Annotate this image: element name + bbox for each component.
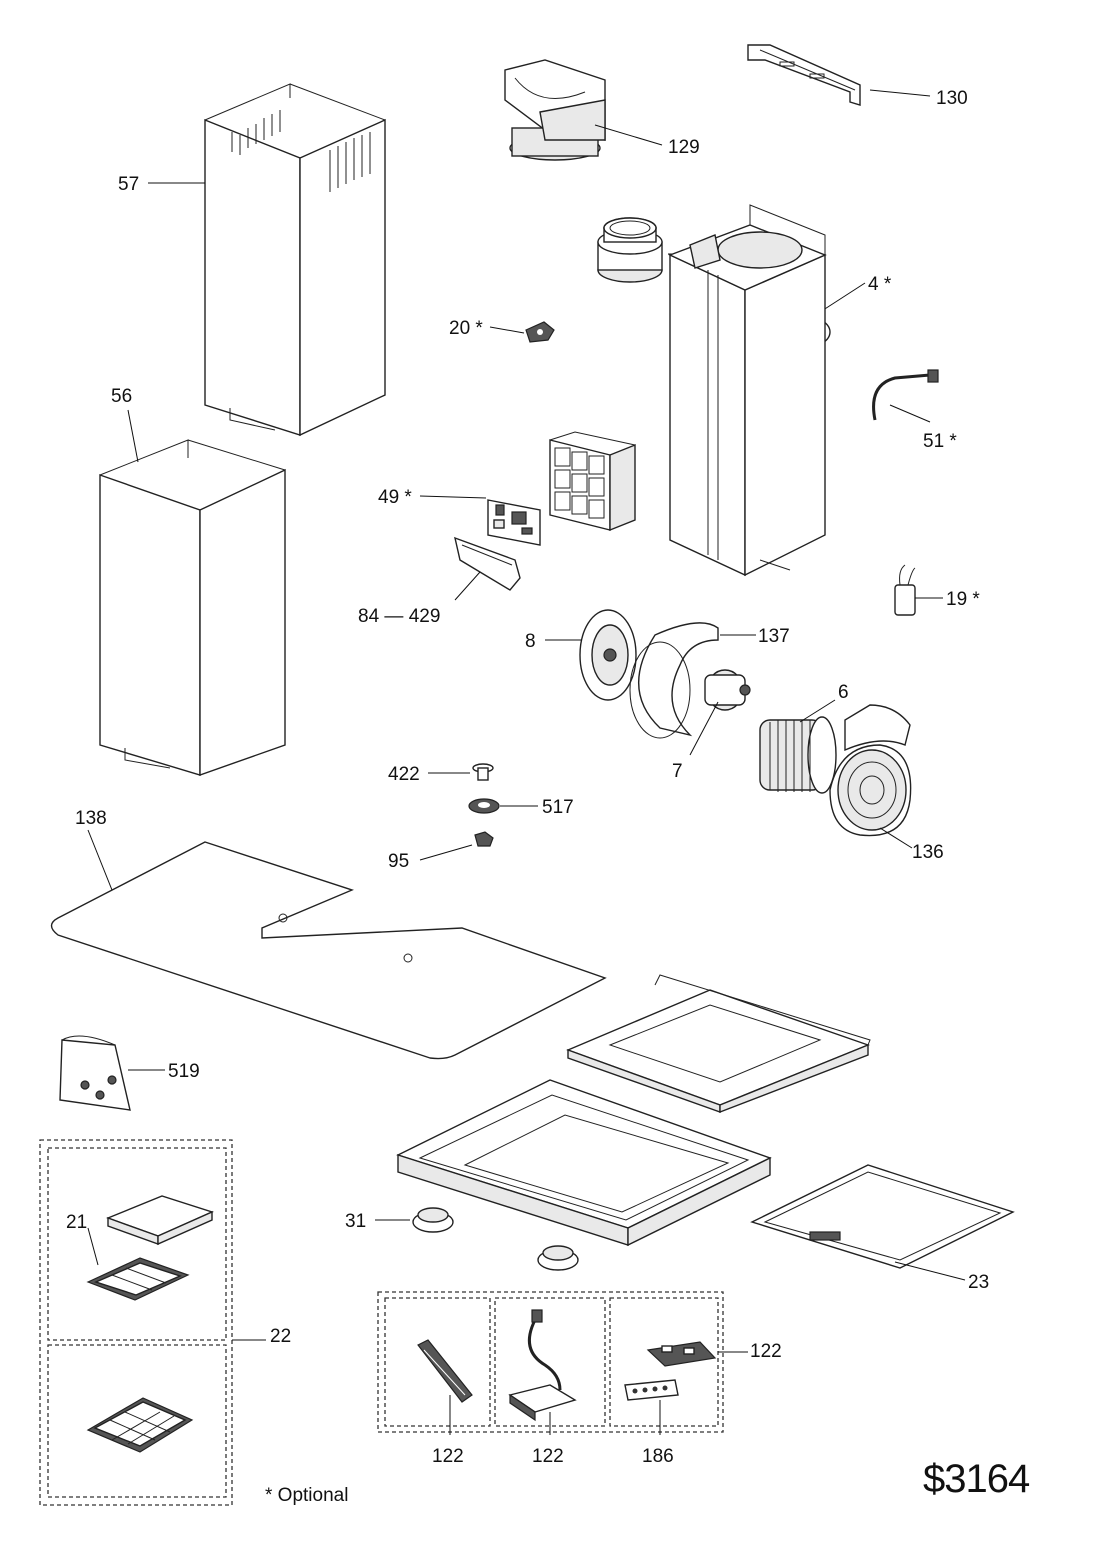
part-20-clip — [525, 321, 555, 343]
label-21: 21 — [66, 1212, 87, 1233]
label-56: 56 — [111, 386, 132, 407]
part-186-keypad — [624, 1379, 679, 1401]
part-129-duct-adapter — [504, 59, 606, 161]
part-95-nut — [474, 831, 494, 847]
label-8: 8 — [525, 631, 536, 652]
part-6-blower-wheel — [759, 716, 837, 794]
part-23-grease-filter — [750, 1164, 1015, 1269]
charcoal-filter-cassette — [86, 1397, 194, 1453]
part-519-hardware-kit — [59, 1035, 131, 1111]
part-31-light — [412, 1207, 454, 1233]
label-31: 31 — [345, 1211, 366, 1232]
part-57-upper-chimney — [204, 83, 386, 437]
part-21-filter-holder — [86, 1257, 190, 1301]
label-136: 136 — [912, 842, 944, 863]
part-122-control-board — [646, 1341, 717, 1367]
label-130: 130 — [936, 88, 968, 109]
part-51-power-cable — [872, 369, 939, 421]
label-49: 49 * — [378, 487, 412, 508]
label-517: 517 — [542, 797, 574, 818]
part-422-foot — [472, 763, 494, 781]
label-186: 186 — [642, 1446, 674, 1467]
part-8-motor-plate — [579, 609, 637, 701]
upper-frame-tray — [566, 974, 871, 1114]
label-7: 7 — [672, 761, 683, 782]
part-122-switch-harness — [508, 1309, 577, 1422]
charcoal-filter-pad — [106, 1195, 214, 1246]
part-122-slider-control — [417, 1339, 473, 1403]
part-84-board-cover — [454, 536, 521, 591]
label-6: 6 — [838, 682, 849, 703]
label-95: 95 — [388, 851, 409, 872]
label-137: 137 — [758, 626, 790, 647]
label-138: 138 — [75, 808, 107, 829]
drawing-code: $3164 — [923, 1457, 1030, 1501]
part-2-collar — [597, 217, 663, 283]
lower-frame — [396, 1079, 772, 1247]
label-519: 519 — [168, 1061, 200, 1082]
label-122b: 122 — [532, 1446, 564, 1467]
part-7-motor — [704, 669, 751, 711]
part-517-washer — [468, 798, 500, 814]
motor-housing-box — [668, 204, 827, 577]
label-422: 422 — [388, 764, 420, 785]
part-49-control-board — [487, 499, 541, 546]
label-122a: 122 — [432, 1446, 464, 1467]
part-136-fan-housing — [829, 704, 912, 837]
label-4: 4 * — [868, 274, 892, 295]
part-130-mounting-bracket — [747, 44, 861, 106]
label-20: 20 * — [449, 318, 483, 339]
optional-note: * Optional — [265, 1485, 348, 1506]
label-122c: 122 — [750, 1341, 782, 1362]
part-137-volute — [629, 622, 719, 739]
part-31-light-second — [537, 1245, 579, 1271]
label-23: 23 — [968, 1272, 989, 1293]
label-22: 22 — [270, 1326, 291, 1347]
part-19-capacitor — [894, 564, 916, 616]
label-51: 51 * — [923, 431, 957, 452]
label-84-429: 84 — 429 — [358, 606, 440, 627]
part-56-lower-chimney — [99, 439, 286, 776]
control-options-group — [377, 1291, 724, 1433]
part-138-glass-panel — [50, 841, 607, 1060]
part-22-filter-kit-group — [39, 1139, 233, 1506]
label-57: 57 — [118, 174, 139, 195]
label-19: 19 * — [946, 589, 980, 610]
label-129: 129 — [668, 137, 700, 158]
filter-frame — [549, 431, 636, 532]
